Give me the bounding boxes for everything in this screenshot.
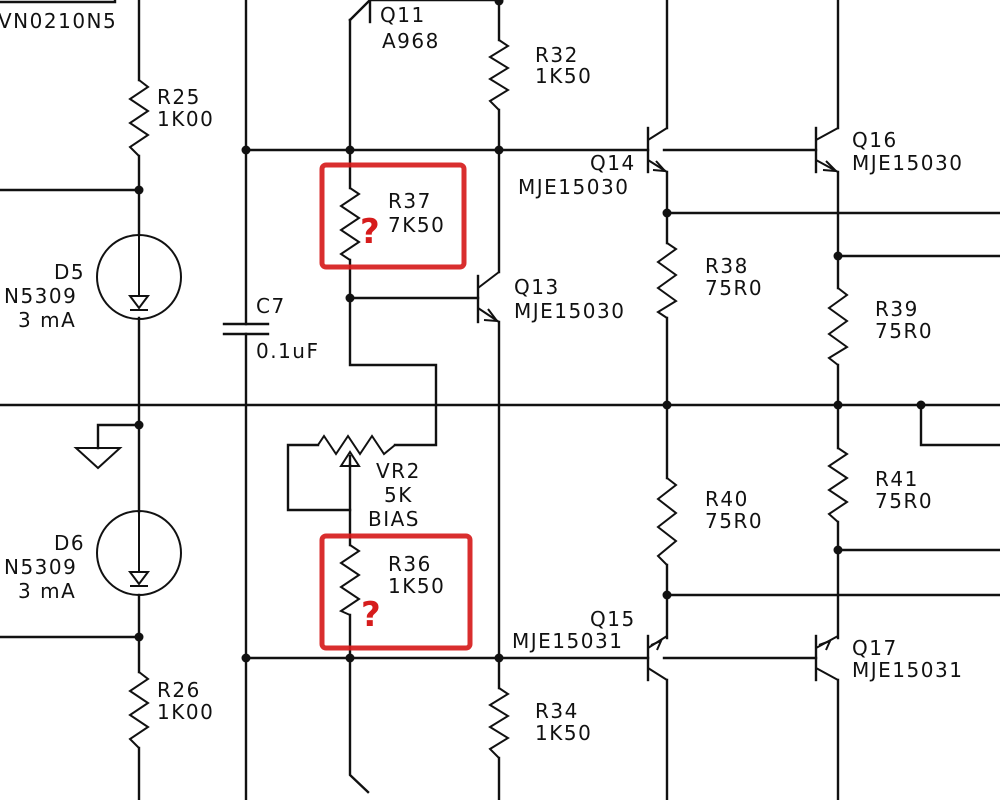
r36-question-mark: ?	[361, 595, 381, 635]
r41-name-label: R41	[875, 467, 919, 491]
r40-resistor	[656, 477, 678, 566]
r37-name-label: R37	[388, 189, 432, 213]
q13-transistor	[476, 271, 500, 324]
d5-part-label: N5309	[4, 284, 77, 308]
r32-value-label: 1K50	[535, 64, 592, 88]
q17-part-label: MJE15031	[852, 658, 963, 682]
vr2-value-label: 5K	[384, 483, 413, 507]
d5-diode	[96, 234, 182, 320]
r37-highlight-box	[319, 162, 467, 270]
q14-part-label: MJE15030	[518, 175, 629, 199]
q11-name-label: Q11	[380, 3, 426, 27]
r34-name-label: R34	[535, 699, 579, 723]
r37-value-label: 7K50	[388, 213, 445, 237]
r26-resistor	[128, 671, 150, 749]
r36-highlight-box	[319, 533, 473, 651]
c7-value-label: 0.1uF	[256, 339, 320, 363]
q15-part-label: MJE15031	[512, 629, 623, 653]
r41-resistor	[827, 447, 849, 523]
q17-transistor	[814, 634, 839, 682]
vr2-function-label: BIAS	[368, 507, 420, 531]
q15-name-label: Q15	[590, 607, 636, 631]
c7-capacitor	[222, 322, 270, 336]
r37-resistor	[339, 187, 361, 261]
r34-resistor	[488, 687, 510, 759]
q16-transistor	[814, 126, 839, 174]
q16-part-label: MJE15030	[852, 151, 963, 175]
q13-name-label: Q13	[514, 275, 560, 299]
d5-name-label: D5	[54, 260, 85, 284]
d5-current-label: 3 mA	[18, 308, 76, 332]
r34-value-label: 1K50	[535, 721, 592, 745]
r36-value-label: 1K50	[388, 574, 445, 598]
r38-resistor	[656, 242, 678, 319]
c7-name-label: C7	[256, 294, 286, 318]
d6-name-label: D6	[54, 531, 85, 555]
r39-value-label: 75R0	[875, 319, 933, 343]
r39-resistor	[827, 287, 849, 366]
q13-part-label: MJE15030	[514, 299, 625, 323]
r26-name-label: R26	[157, 678, 201, 702]
q16-name-label: Q16	[852, 128, 898, 152]
top-left-part-label: VN0210N5	[0, 9, 117, 33]
r40-value-label: 75R0	[705, 509, 763, 533]
ground-icon	[73, 447, 123, 470]
r37-question-mark: ?	[360, 212, 380, 252]
r38-value-label: 75R0	[705, 276, 763, 300]
r39-name-label: R39	[875, 297, 919, 321]
q17-name-label: Q17	[852, 636, 898, 660]
d6-part-label: N5309	[4, 555, 77, 579]
r25-name-label: R25	[157, 85, 201, 109]
r36-resistor	[338, 544, 361, 616]
d6-diode	[96, 510, 182, 596]
q14-transistor	[646, 126, 668, 174]
r40-name-label: R40	[705, 487, 749, 511]
q14-name-label: Q14	[590, 151, 636, 175]
r38-name-label: R38	[705, 254, 749, 278]
vr2-potentiometer	[317, 434, 396, 468]
q11-part-label: A968	[382, 29, 440, 53]
q15-transistor	[646, 634, 668, 682]
r26-value-label: 1K00	[157, 700, 214, 724]
r25-resistor	[128, 79, 150, 157]
vr2-name-label: VR2	[376, 459, 421, 483]
r41-value-label: 75R0	[875, 489, 933, 513]
r25-value-label: 1K00	[157, 107, 214, 131]
r32-name-label: R32	[535, 43, 579, 67]
r36-name-label: R36	[388, 552, 432, 576]
r32-resistor	[488, 39, 510, 111]
d6-current-label: 3 mA	[18, 579, 76, 603]
junction-dots	[134, 0, 926, 663]
